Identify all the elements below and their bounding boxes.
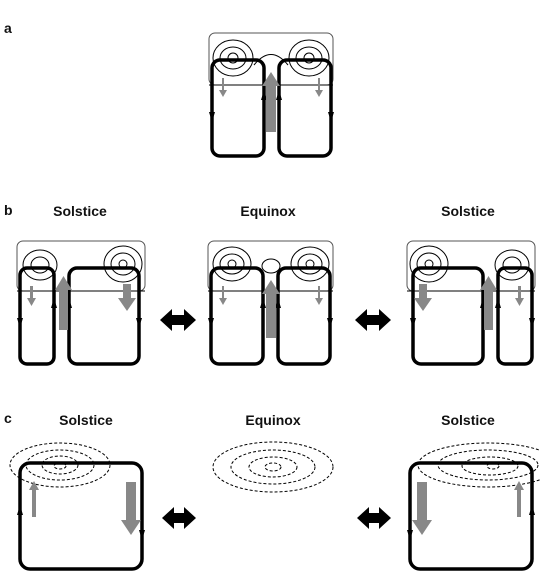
panel-b-left-wide-cell (67, 266, 141, 366)
panel-b-left-title: Solstice (53, 203, 107, 219)
panel-a-label: a (4, 20, 12, 36)
panel-c-label: c (4, 410, 12, 426)
panel-b-left-rings-left (22, 249, 58, 281)
panel-b-left-rings-right (103, 245, 143, 283)
panel-c-left-cell (18, 461, 144, 571)
panel-b-right-title: Solstice (441, 203, 495, 219)
panel-b-left-upper-box (16, 240, 146, 292)
panel-a-left-rings (212, 39, 254, 77)
panel-a-grey-arrows (219, 72, 323, 132)
panel-a-right-rings (288, 39, 330, 77)
panel-b-left-diagram (16, 240, 146, 366)
panel-a-right-cell (277, 58, 333, 158)
panel-b-label: b (4, 202, 13, 218)
panel-a-left-cell (210, 58, 266, 158)
panel-c-right-diagram (407, 442, 540, 571)
panel-a-right-up-arrow (276, 90, 282, 100)
panel-b-left-double-arrow (160, 309, 196, 331)
panel-a-diagram (208, 32, 334, 158)
panel-b-right-narrow-cell (496, 266, 534, 366)
panel-b-center-diagram (207, 240, 334, 366)
panel-c-left-double-arrow (162, 507, 196, 529)
panel-a-left-down-arrow (209, 112, 215, 122)
panel-b-center-title: Equinox (240, 203, 296, 219)
panel-b-right-double-arrow (355, 309, 391, 331)
panel-c-left-title: Solstice (59, 412, 113, 428)
panel-a-left-up-arrow (261, 90, 267, 100)
panel-b-left-narrow-cell (18, 266, 56, 366)
panel-b-right-diagram (406, 240, 536, 366)
panel-a-right-down-arrow (328, 112, 334, 122)
panel-c-center-title: Equinox (245, 412, 301, 428)
panel-b-center-left-cell (209, 266, 265, 366)
panel-c-left-diagram (9, 442, 145, 571)
panel-c-center-rings (212, 441, 334, 493)
panel-b-right-wide-cell (411, 266, 485, 366)
panel-b-center-right-cell (276, 266, 332, 366)
panel-c-right-double-arrow (357, 507, 391, 529)
panel-c-right-title: Solstice (441, 412, 495, 428)
panel-c-right-cell (408, 461, 534, 571)
